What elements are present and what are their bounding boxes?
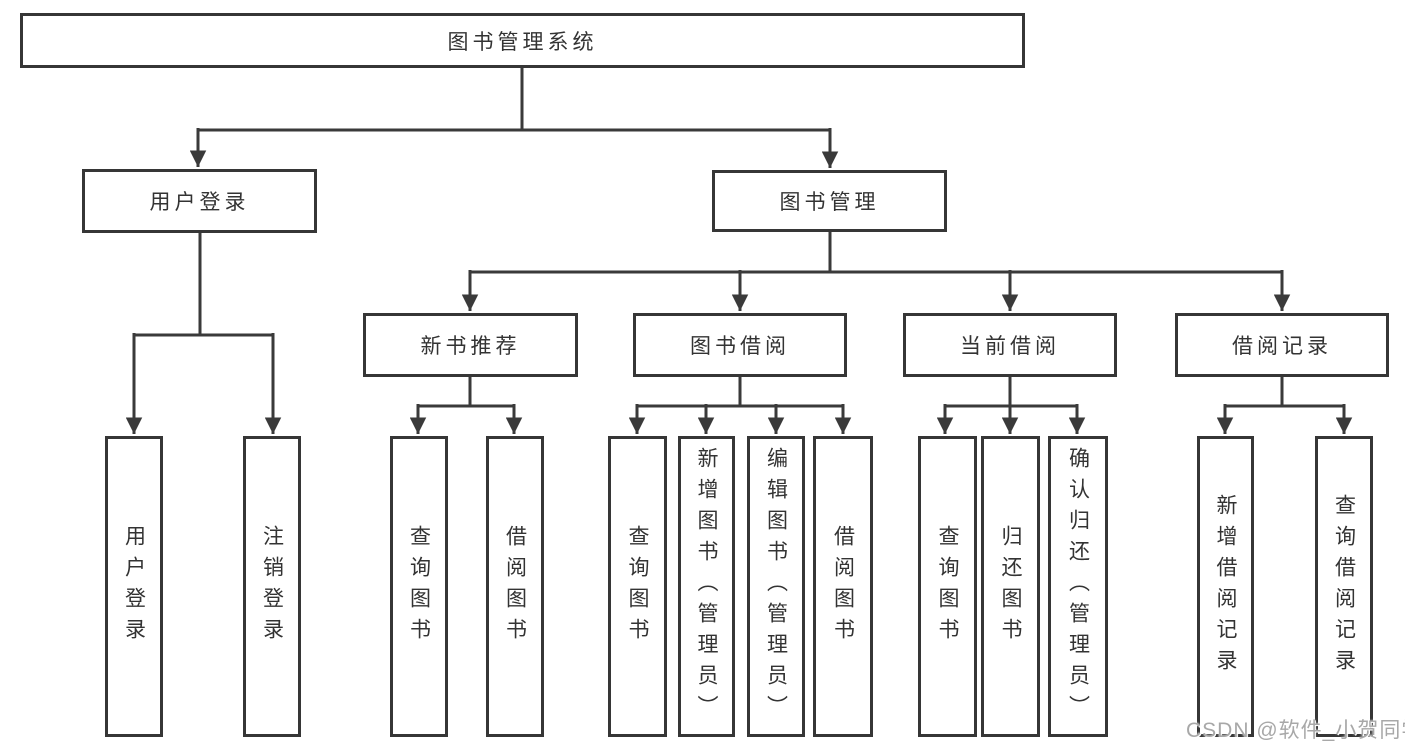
leaf-user-login: 用户登录: [105, 436, 163, 737]
leaf-label: 借阅图书: [503, 524, 527, 649]
csdn-watermark: CSDN @软件_小贺同学: [1186, 719, 1405, 742]
node-user-login: 用户登录: [82, 169, 317, 233]
leaf-label: 确认归还（管理员）: [1066, 447, 1090, 726]
node-label: 借阅记录: [1232, 335, 1332, 358]
edge-bb-spine: [637, 377, 843, 408]
node-label: 图书借阅: [690, 335, 790, 358]
edge-root-spine: [198, 66, 830, 132]
leaf-label: 归还图书: [999, 524, 1022, 649]
node-label: 图书管理: [779, 191, 880, 214]
leaf-br-add-record: 新增借阅记录: [1197, 436, 1254, 737]
edge-nbr-spine: [418, 377, 514, 408]
node-book-management: 图书管理: [712, 170, 947, 232]
node-label: 用户登录: [149, 191, 250, 214]
leaf-label: 注销登录: [260, 524, 284, 649]
leaf-label: 新增借阅记录: [1214, 493, 1237, 680]
node-new-book-recommend: 新书推荐: [363, 313, 578, 377]
leaf-cb-confirm-return-admin: 确认归还（管理员）: [1048, 436, 1108, 737]
leaf-bb-add-book-admin: 新增图书（管理员）: [678, 436, 735, 737]
leaf-bb-edit-book-admin: 编辑图书（管理员）: [747, 436, 805, 737]
leaf-label: 查询图书: [626, 524, 649, 649]
leaf-bb-query-book: 查询图书: [608, 436, 667, 737]
edge-br-spine: [1225, 377, 1344, 408]
leaf-label: 编辑图书（管理员）: [764, 447, 788, 726]
edge-mgmt-spine: [470, 232, 1282, 274]
node-root-system: 图书管理系统: [20, 13, 1025, 68]
leaf-logout: 注销登录: [243, 436, 301, 737]
leaf-br-query-record: 查询借阅记录: [1315, 436, 1373, 737]
leaf-label: 查询图书: [936, 524, 959, 649]
leaf-cb-query-book: 查询图书: [918, 436, 977, 737]
leaf-nbr-query-book: 查询图书: [390, 436, 448, 737]
leaf-nbr-borrow-book: 借阅图书: [486, 436, 544, 737]
edge-cb-spine: [945, 377, 1077, 408]
node-label: 新书推荐: [420, 335, 521, 358]
edge-login-spine: [134, 233, 273, 337]
node-book-borrow: 图书借阅: [633, 313, 847, 377]
leaf-label: 查询借阅记录: [1332, 493, 1356, 680]
leaf-bb-borrow-book: 借阅图书: [813, 436, 873, 737]
leaf-label: 用户登录: [122, 524, 146, 649]
leaf-label: 查询图书: [407, 524, 431, 649]
node-borrow-records: 借阅记录: [1175, 313, 1389, 377]
leaf-cb-return-book: 归还图书: [981, 436, 1040, 737]
node-label: 当前借阅: [960, 335, 1060, 358]
node-current-borrow: 当前借阅: [903, 313, 1117, 377]
node-label: 图书管理系统: [447, 30, 598, 54]
leaf-label: 借阅图书: [831, 524, 855, 649]
leaf-label: 新增图书（管理员）: [695, 447, 718, 726]
